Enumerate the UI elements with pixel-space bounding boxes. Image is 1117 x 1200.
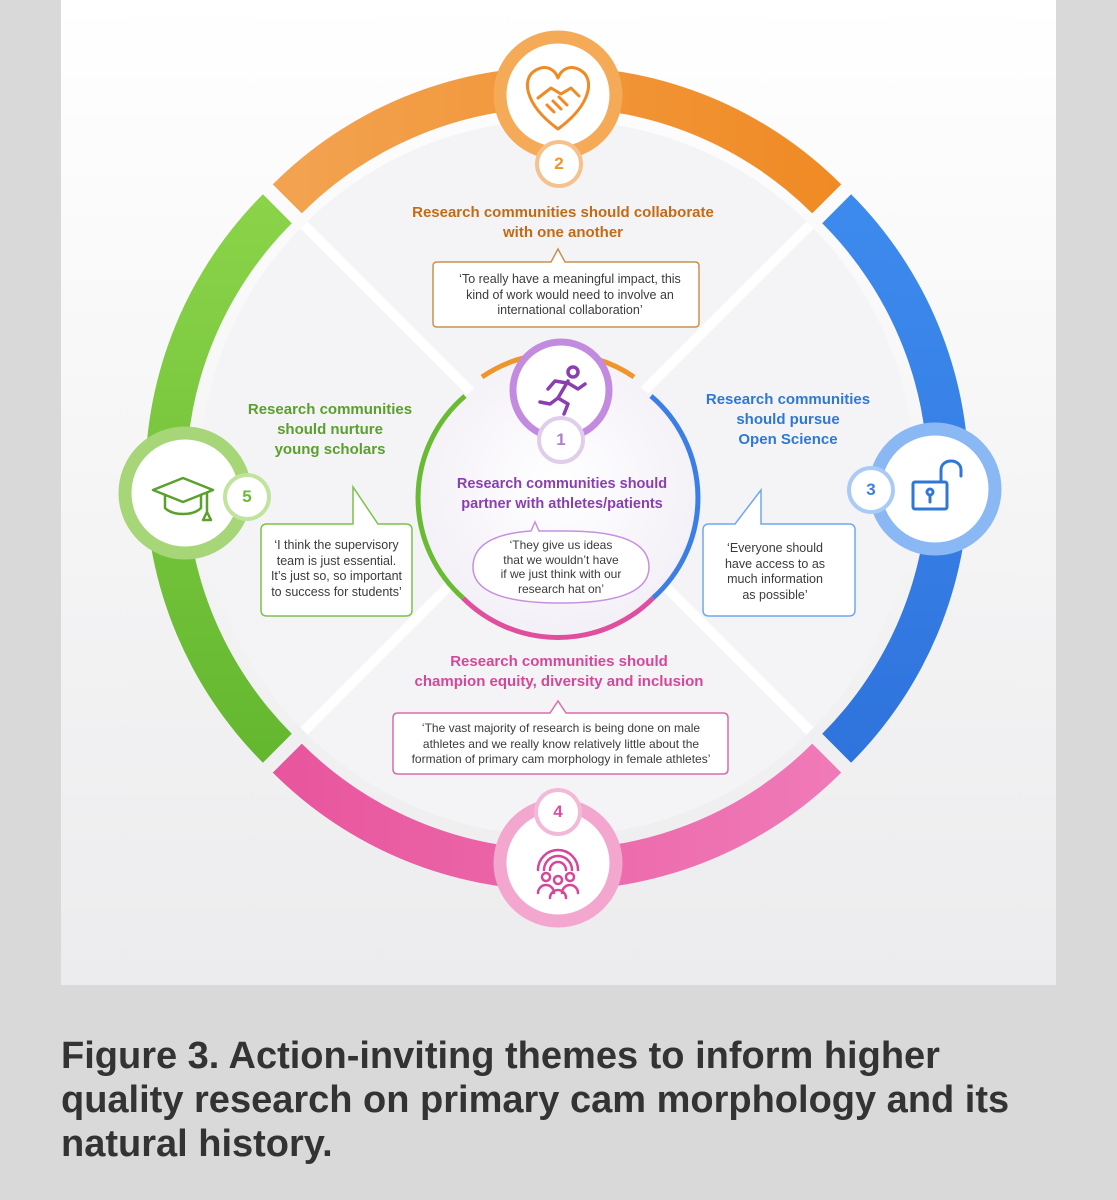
heart-handshake-icon — [525, 66, 591, 131]
theme-5-quote-bubble — [260, 484, 413, 617]
open-padlock-icon — [911, 459, 963, 511]
theme-1-quote: ‘They give us ideas that we wouldn’t hav… — [500, 538, 622, 596]
center-arc-pink — [461, 596, 655, 640]
theme-3-title: Research communities should pursue Open … — [705, 391, 871, 448]
theme-4-number-badge — [534, 788, 582, 836]
ring-arc-pink — [272, 743, 842, 891]
theme-4-quote-bubble — [392, 699, 729, 775]
ring-arc-blue — [822, 194, 969, 763]
theme-5-quote: ‘I think the supervisory team is just es… — [270, 538, 403, 599]
ring-arc-orange — [272, 66, 842, 214]
graduation-cap-icon — [151, 476, 215, 522]
theme-3-number: 3 — [866, 480, 876, 499]
theme-1-number-badge — [537, 416, 585, 464]
theme-3-number-badge — [847, 466, 895, 514]
theme-2-title: Research communities should collaborate … — [412, 204, 714, 241]
theme-4-quote: ‘The vast majority of research is being … — [411, 721, 711, 766]
ring-arc-green — [145, 194, 292, 763]
theme-1-number: 1 — [556, 430, 566, 449]
rainbow-people-icon — [536, 848, 580, 900]
center-arc-green — [415, 394, 467, 600]
theme-3-quote: ‘Everyone should have access to as much … — [724, 541, 826, 602]
theme-2-quote: ‘To really have a meaningful impact, thi… — [459, 272, 681, 317]
center-arc-blue — [649, 394, 701, 600]
theme-5-number-badge — [223, 473, 271, 521]
theme-5-title: Research communities should nurture youn… — [247, 401, 413, 458]
theme-5-number: 5 — [242, 487, 252, 506]
theme-4-title: Research communities should champion equ… — [414, 653, 704, 690]
theme-1-quote-bubble — [472, 520, 650, 604]
theme-2-quote-bubble — [432, 247, 700, 328]
theme-2-number-badge — [535, 140, 583, 188]
runner-icon — [538, 365, 587, 416]
theme-2-number: 2 — [554, 154, 564, 173]
theme-1-title: Research communities should partner with… — [456, 476, 668, 512]
theme-2-icon-badge — [493, 30, 623, 160]
theme-3-quote-bubble — [702, 487, 856, 617]
theme-4-number: 4 — [553, 802, 563, 821]
figure-caption: Figure 3. Action-inviting themes to info… — [61, 1035, 1010, 1165]
themes-diagram — [118, 30, 1002, 928]
